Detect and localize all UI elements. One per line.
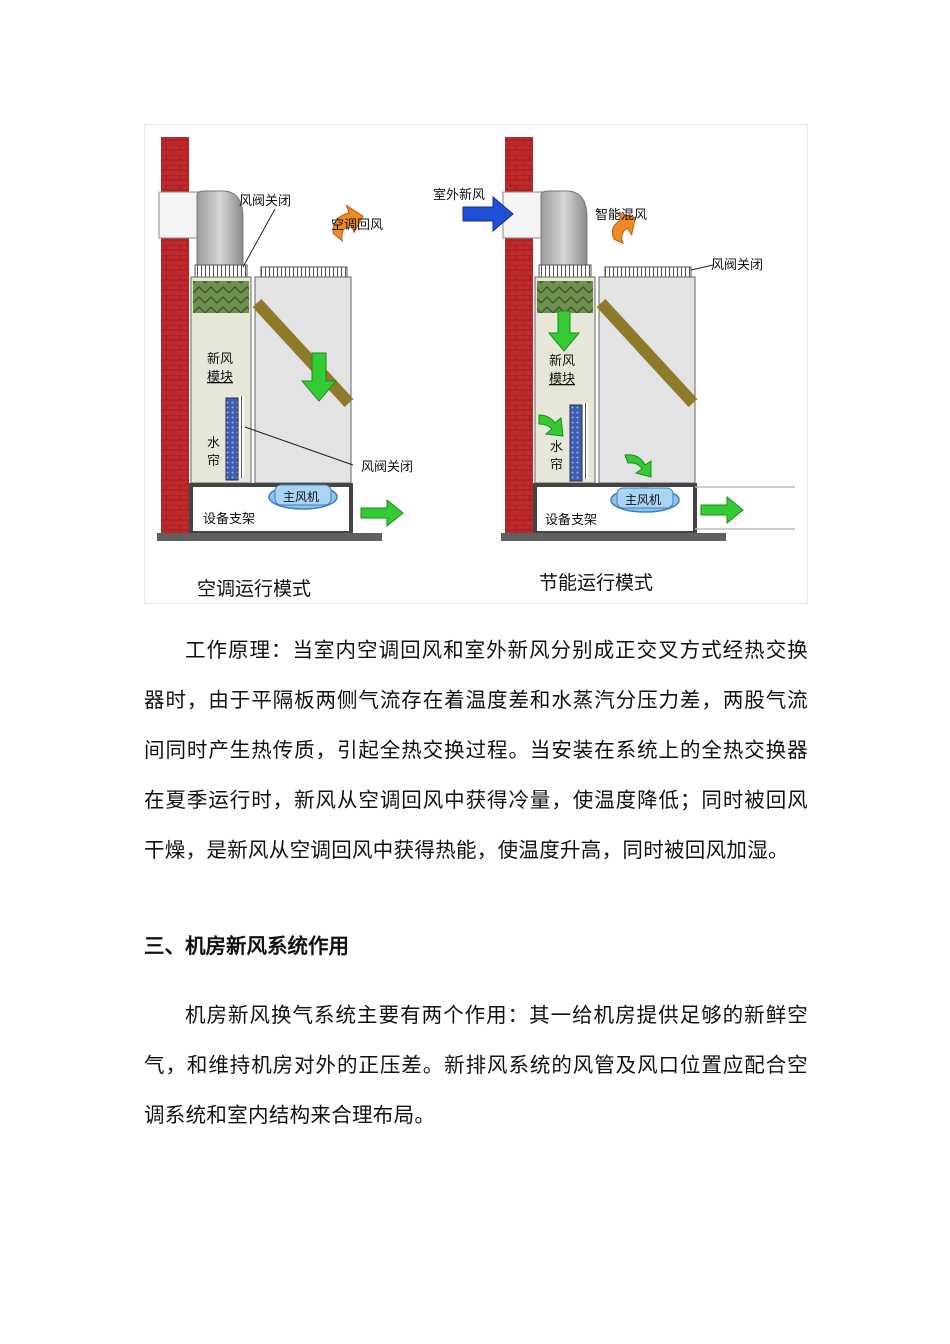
right-label-module-line1: 新风 xyxy=(549,353,575,369)
right-label-fan: 主风机 xyxy=(625,493,661,507)
right-fan-housing xyxy=(616,487,674,509)
left-top-damper xyxy=(194,264,248,278)
left-label-fan: 主风机 xyxy=(283,490,319,504)
right-damper-leader xyxy=(690,264,714,271)
working-principle-paragraph: 工作原理：当室内空调回风和室外新风分别成正交叉方式经热交换器时，由于平隔板两侧气… xyxy=(144,638,808,862)
left-water-curtain xyxy=(225,397,239,481)
left-label-curtain-line2: 帘 xyxy=(207,453,220,469)
right-fan-arrow xyxy=(624,454,652,478)
right-return-damper xyxy=(604,266,692,278)
right-down-arrow xyxy=(547,310,581,352)
left-label-module-line2: 模块 xyxy=(207,370,233,385)
right-label-curtain-line1: 水 xyxy=(550,440,563,455)
right-label-stand: 设备支架 xyxy=(545,512,597,528)
right-label-outdoor-air: 室外新风 xyxy=(433,187,485,203)
right-mixing-arrow xyxy=(611,211,637,245)
left-damper-leader xyxy=(242,208,276,268)
left-wall-opening xyxy=(158,191,200,239)
left-fan-housing xyxy=(274,484,332,506)
left-label-curtain-line1: 水 xyxy=(207,436,220,451)
left-elbow-duct xyxy=(196,190,244,266)
left-heat-exchanger-plate xyxy=(252,298,354,408)
left-label-damper-bottom: 风阀关闭 xyxy=(361,460,413,475)
left-return-air-arrow xyxy=(332,204,364,243)
right-exhaust-arrow xyxy=(700,495,744,525)
right-curtain-filter xyxy=(583,403,588,479)
right-panel: 室外新风 智能混风 风阀关闭 新风 模块 水 帘 主风机 设备支架 节能运行模式 xyxy=(433,137,795,594)
right-floor xyxy=(501,533,726,541)
right-curtain-arrow xyxy=(538,414,564,437)
left-curtain-filter xyxy=(239,396,244,478)
left-floor xyxy=(157,533,382,541)
right-outlet-duct xyxy=(695,486,795,530)
left-down-arrow xyxy=(300,352,338,402)
right-media-block xyxy=(537,281,593,313)
right-panel-title: 节能运行模式 xyxy=(539,572,653,594)
right-label-module-line2: 模块 xyxy=(549,372,575,387)
left-return-damper xyxy=(260,266,348,278)
right-heat-exchanger-plate xyxy=(596,298,698,408)
right-outdoor-air-arrow xyxy=(462,195,514,233)
right-label-damper: 风阀关闭 xyxy=(711,258,763,273)
ventilation-mode-diagram: 风阀关闭 空调回风 新风 模块 水 帘 风阀关闭 主风机 设备支架 空调运行模式 xyxy=(144,124,808,604)
right-water-curtain xyxy=(569,404,583,482)
left-label-return-air: 空调回风 xyxy=(331,218,383,233)
left-exhaust-arrow xyxy=(360,498,404,528)
left-label-stand: 设备支架 xyxy=(203,511,255,527)
left-panel-title: 空调运行模式 xyxy=(197,578,311,600)
fresh-air-function-paragraph: 机房新风换气系统主要有两个作用：其一给机房提供足够的新鲜空气，和维持机房对外的正… xyxy=(144,1003,808,1127)
right-top-damper xyxy=(538,264,592,278)
diagram-canvas: 风阀关闭 空调回风 新风 模块 水 帘 风阀关闭 主风机 设备支架 空调运行模式 xyxy=(157,137,795,600)
left-label-module-line1: 新风 xyxy=(207,351,233,367)
left-label-damper-top: 风阀关闭 xyxy=(239,194,291,209)
right-label-curtain-line2: 帘 xyxy=(550,457,563,473)
right-label-mixing: 智能混风 xyxy=(595,208,647,223)
right-elbow-duct xyxy=(540,190,588,266)
left-media-block xyxy=(193,281,249,313)
section-heading: 三、机房新风系统作用 xyxy=(144,934,349,958)
left-bottom-damper-leader xyxy=(244,426,354,466)
left-panel: 风阀关闭 空调回风 新风 模块 水 帘 风阀关闭 主风机 设备支架 空调运行模式 xyxy=(157,137,413,600)
